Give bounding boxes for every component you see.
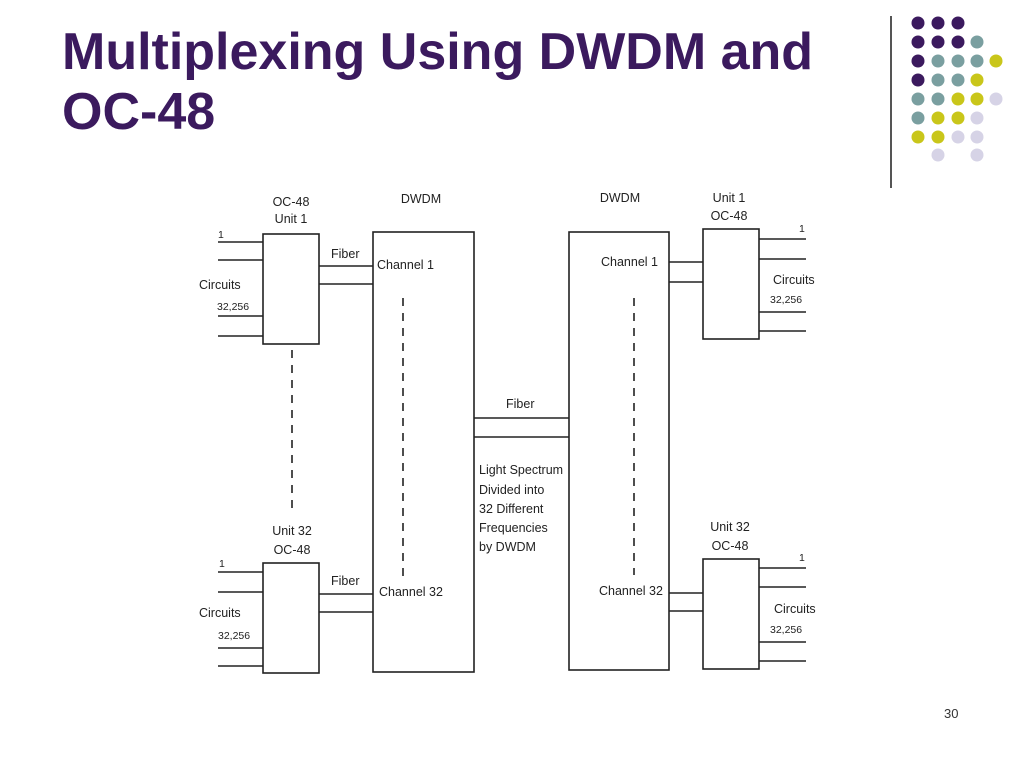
right-unit-1-circuit-first: 1 xyxy=(799,223,805,235)
spectrum-note-line-1: Light Spectrum xyxy=(479,463,563,477)
right-unit-bottom-label-1: Unit 32 xyxy=(710,520,750,534)
left-unit-top-label-2: Unit 1 xyxy=(275,212,308,226)
spectrum-note-line-5: by DWDM xyxy=(479,540,536,554)
left-unit-1-circuit-lines xyxy=(218,241,263,337)
center-fiber-lines xyxy=(474,417,569,438)
title-line-1: Multiplexing Using DWDM and xyxy=(62,23,814,81)
left-unit-32-fiber-label: Fiber xyxy=(331,574,359,588)
right-oc48-unit-1-box xyxy=(702,228,760,340)
left-dwdm-label: DWDM xyxy=(401,192,441,206)
left-channel-1-label: Channel 1 xyxy=(377,258,434,272)
left-unit-1-circuit-last: 32,256 xyxy=(217,301,249,313)
right-unit-1-circuits-label: Circuits xyxy=(773,273,815,287)
left-unit-32-circuit-lines xyxy=(218,571,263,667)
right-oc48-unit-32-box xyxy=(702,558,760,670)
right-fiber-lines xyxy=(669,261,703,612)
right-unit-32-circuit-last: 32,256 xyxy=(770,624,802,636)
left-fiber-lines xyxy=(319,265,373,613)
right-channel-32-label: Channel 32 xyxy=(599,584,663,598)
title-line-2: OC-48 xyxy=(62,83,216,141)
right-unit-32-circuits-label: Circuits xyxy=(774,602,816,616)
left-unit-top-label-1: OC-48 xyxy=(273,195,310,209)
left-unit-32-circuit-first: 1 xyxy=(219,558,225,570)
title-divider xyxy=(890,16,892,188)
spectrum-note-line-3: 32 Different xyxy=(479,502,544,516)
spectrum-note-line-4: Frequencies xyxy=(479,521,548,535)
slide-title: Multiplexing Using DWDM and OC-48 xyxy=(62,22,882,142)
center-fiber-label: Fiber xyxy=(506,397,534,411)
left-dwdm-box xyxy=(372,231,475,673)
right-dwdm-box xyxy=(568,231,670,671)
spectrum-note-line-2: Divided into xyxy=(479,483,544,497)
left-channel-32-label: Channel 32 xyxy=(379,585,443,599)
right-unit-1-circuit-lines xyxy=(759,238,806,332)
left-unit-1-fiber-label: Fiber xyxy=(331,247,359,261)
left-unit-32-circuits-label: Circuits xyxy=(199,606,241,620)
right-unit-top-label-1: Unit 1 xyxy=(713,191,746,205)
right-channel-1-label: Channel 1 xyxy=(601,255,658,269)
slide-number: 30 xyxy=(944,706,959,721)
left-oc48-unit-1-box xyxy=(262,233,320,345)
right-unit-32-circuit-lines xyxy=(759,567,806,662)
left-unit-32-circuit-last: 32,256 xyxy=(218,630,250,642)
right-unit-1-circuit-last: 32,256 xyxy=(770,294,802,306)
right-unit-top-label-2: OC-48 xyxy=(711,209,748,223)
left-oc48-unit-32-box xyxy=(262,562,320,674)
right-unit-32-circuit-first: 1 xyxy=(799,552,805,564)
right-unit-bottom-label-2: OC-48 xyxy=(712,539,749,553)
left-unit-1-circuits-label: Circuits xyxy=(199,278,241,292)
left-unit-bottom-label-2: OC-48 xyxy=(274,543,311,557)
left-unit-bottom-label-1: Unit 32 xyxy=(272,524,312,538)
right-dwdm-label: DWDM xyxy=(600,191,640,205)
left-unit-1-circuit-first: 1 xyxy=(218,229,224,241)
